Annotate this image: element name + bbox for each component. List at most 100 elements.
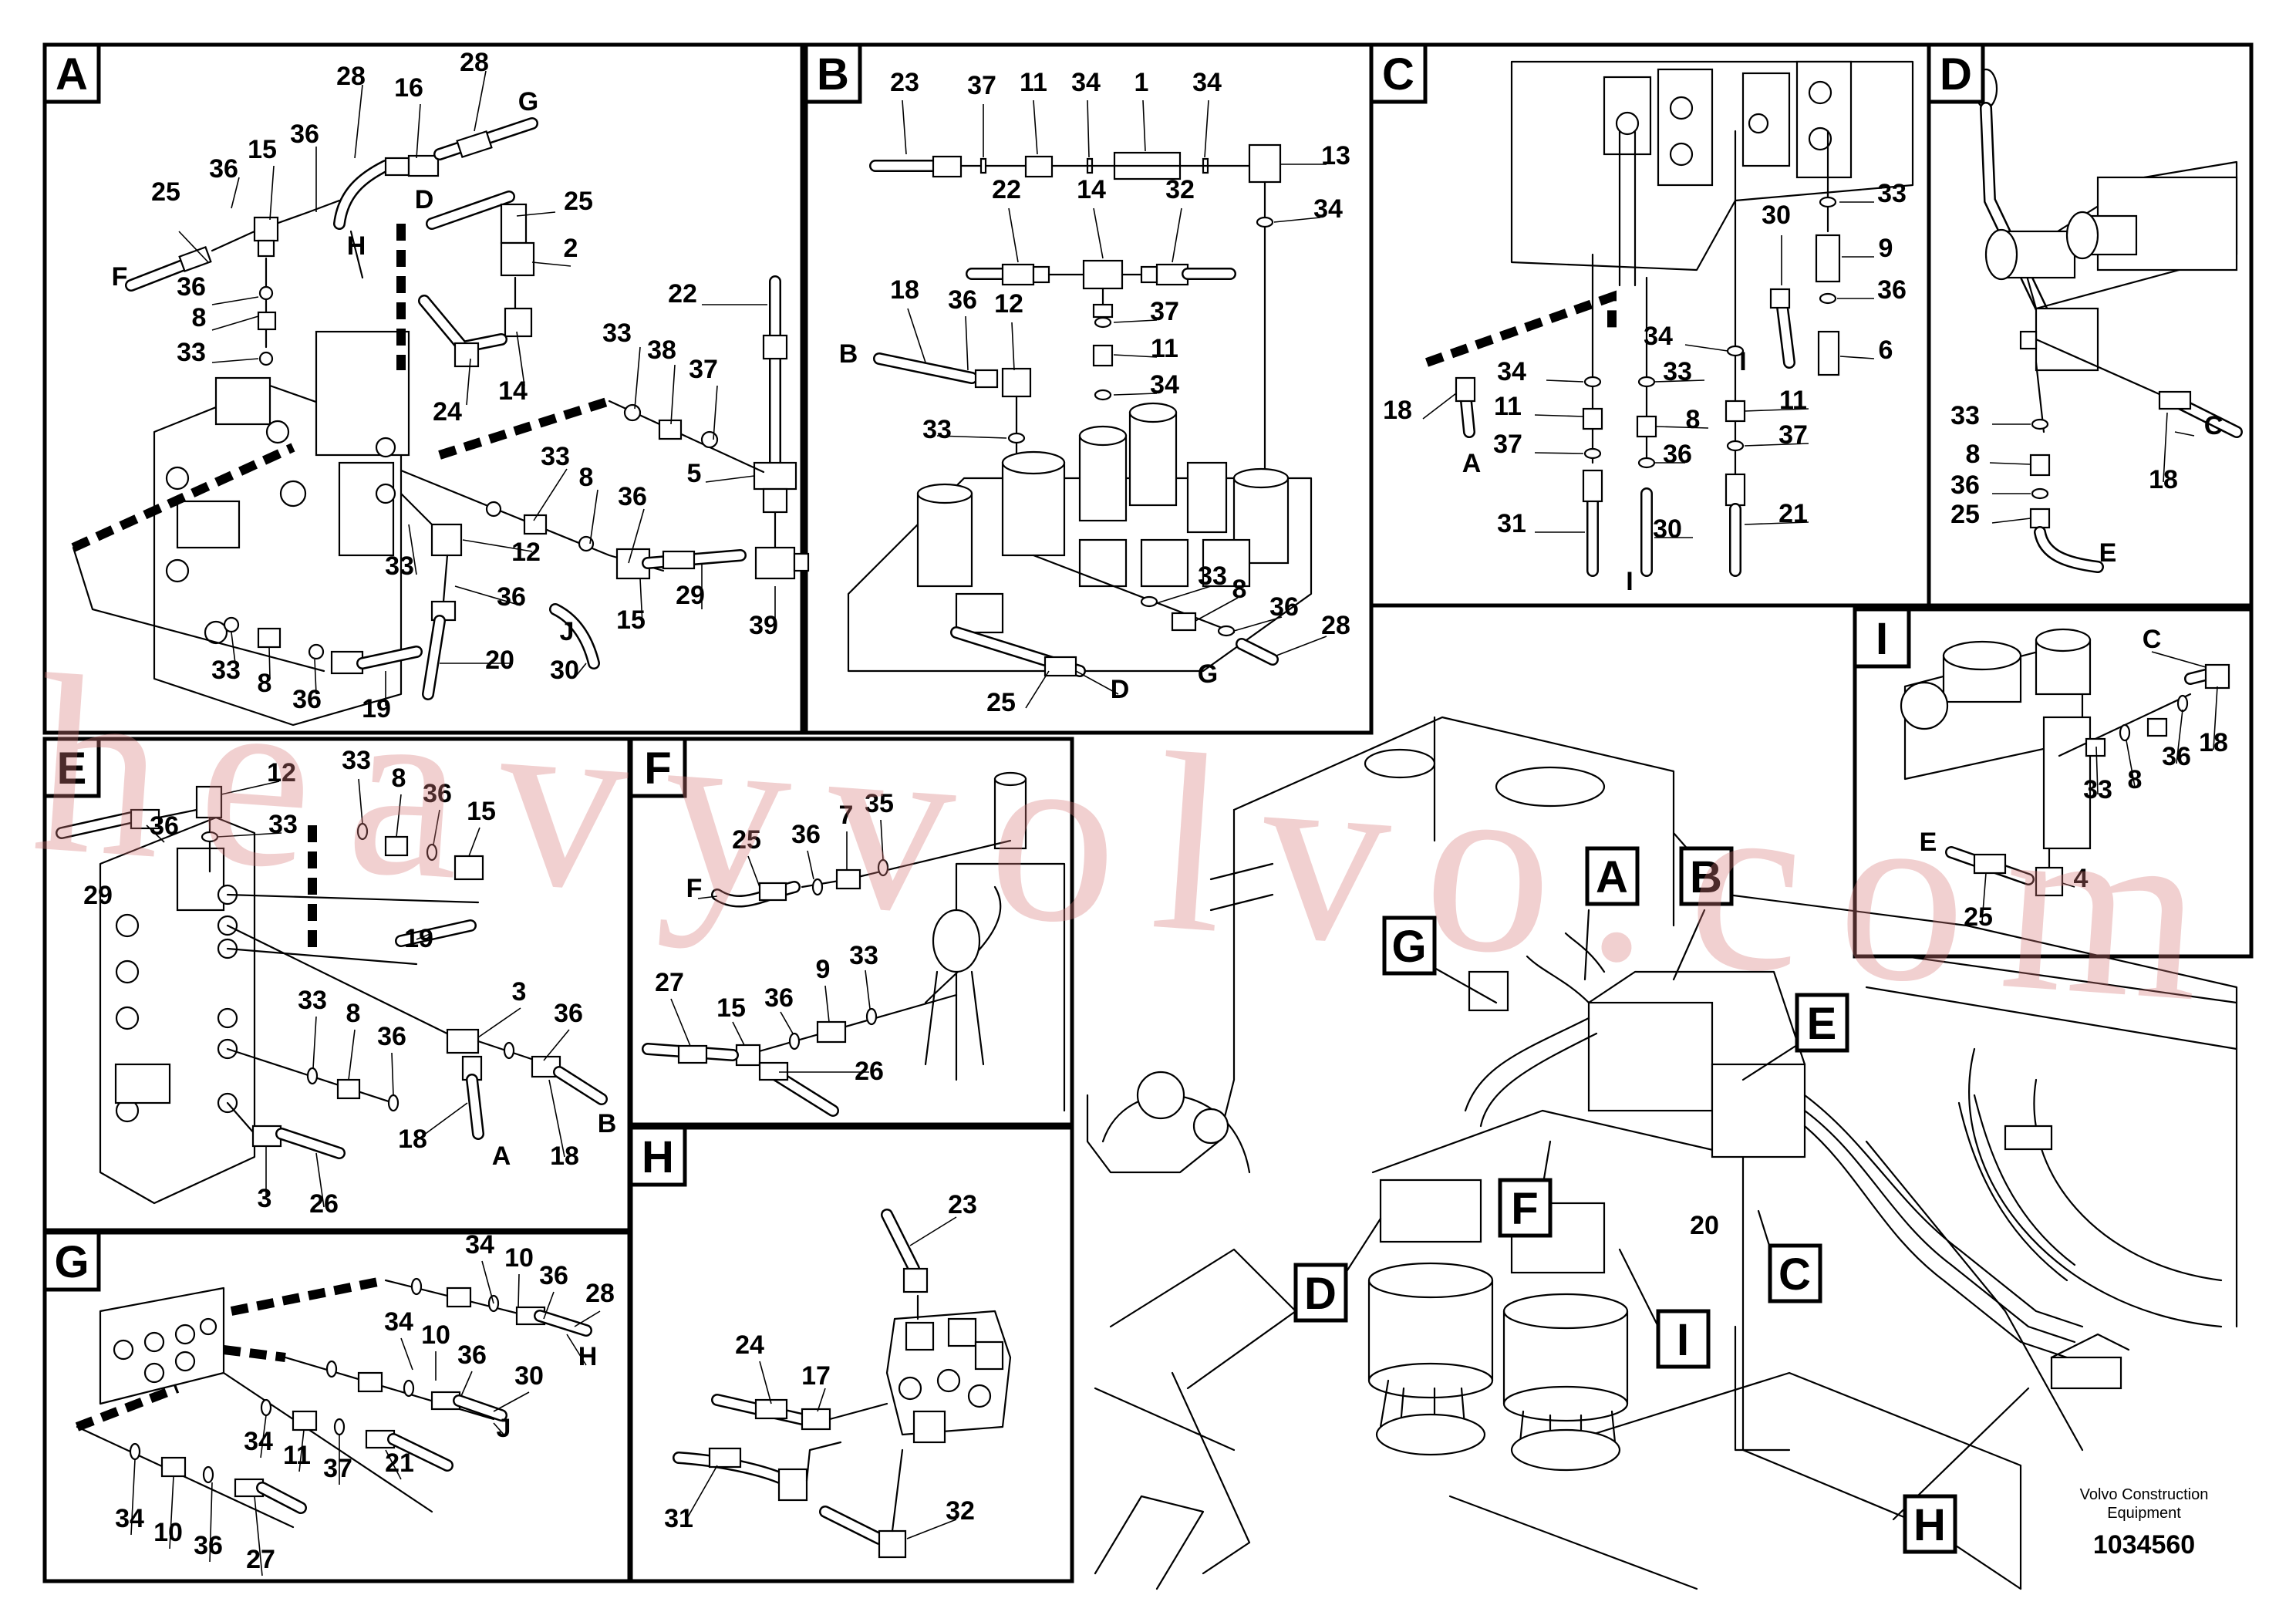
part-label: 14	[498, 376, 528, 406]
part-label: 34	[1150, 370, 1179, 400]
part-label: 34	[115, 1504, 144, 1533]
part-label: 14	[1077, 175, 1106, 204]
part-label: 33	[2083, 775, 2112, 804]
part-label: G	[1198, 659, 1218, 689]
panel-a-drawing	[71, 70, 810, 727]
overview-callout-f-text: F	[1511, 1184, 1538, 1234]
part-label: C	[2143, 625, 2162, 654]
part-label: 8	[258, 669, 272, 698]
panel-tab-g-letter: G	[54, 1237, 89, 1287]
part-label: 12	[511, 538, 541, 567]
part-label: 30	[1653, 514, 1682, 544]
overview-drawing	[1086, 716, 2238, 1590]
part-label: H	[578, 1342, 598, 1371]
part-label: 8	[192, 303, 207, 332]
panel-tab-i	[1853, 607, 1911, 669]
part-label: 37	[1778, 420, 1808, 450]
part-label: 35	[865, 789, 894, 818]
part-label: 36	[377, 1022, 406, 1051]
part-label: 34	[244, 1427, 273, 1456]
drawing-number: 1034560	[2092, 1530, 2196, 1560]
part-label: I	[1626, 567, 1633, 596]
part-label: 33	[602, 319, 632, 348]
part-label: A	[492, 1141, 511, 1171]
part-label: 39	[749, 611, 778, 640]
part-label: 34	[465, 1230, 494, 1259]
part-label: 26	[309, 1189, 339, 1219]
part-label: I	[1739, 347, 1746, 376]
part-label: 4	[2074, 864, 2089, 893]
part-label: 36	[1877, 275, 1907, 305]
part-label: 19	[362, 694, 391, 723]
part-label: 37	[689, 355, 718, 384]
part-label: 30	[1762, 201, 1791, 230]
part-label: 33	[541, 442, 570, 471]
part-label: 28	[460, 48, 489, 77]
panel-tab-h-letter: H	[642, 1132, 674, 1182]
part-label: 36	[1269, 592, 1299, 622]
part-label: 7	[839, 801, 854, 830]
part-label: 27	[655, 968, 684, 997]
part-label: 10	[504, 1243, 534, 1273]
panel-tab-e	[42, 737, 101, 798]
part-label: 8	[392, 764, 406, 793]
panel-tab-d-letter: D	[1940, 49, 1972, 99]
part-label: 10	[421, 1320, 450, 1350]
part-label: H	[347, 231, 366, 261]
overview-callout-a	[1585, 846, 1640, 906]
panel-tab-e-letter: E	[57, 744, 87, 794]
maker-caption: Volvo Construction Equipment	[2067, 1485, 2221, 1523]
part-label: 36	[290, 120, 319, 149]
part-label: 36	[423, 779, 452, 808]
part-label: 18	[2199, 728, 2228, 757]
part-label: 33	[922, 415, 952, 444]
panel-tab-i-letter: I	[1876, 614, 1888, 664]
panel-c-drawing	[1422, 60, 1914, 577]
part-label: 11	[1779, 386, 1807, 415]
part-label: 11	[1494, 392, 1522, 421]
part-label: 36	[618, 482, 647, 511]
part-label: 30	[550, 656, 579, 685]
part-label: 16	[394, 73, 423, 103]
panel-f-drawing	[642, 771, 1066, 1117]
part-label: J	[560, 617, 575, 646]
panel-tab-h	[629, 1125, 687, 1187]
part-label: 8	[2128, 765, 2143, 794]
part-label: 11	[283, 1441, 311, 1470]
panel-tab-c-letter: C	[1382, 49, 1414, 99]
part-label: A	[1462, 449, 1482, 478]
part-label: F	[686, 874, 703, 903]
part-label: 33	[385, 551, 414, 581]
panel-h-drawing	[673, 1209, 1012, 1559]
part-label: 34	[1071, 68, 1101, 97]
part-label: 30	[514, 1361, 544, 1391]
part-label: 18	[1383, 396, 1412, 425]
part-label: 32	[946, 1496, 975, 1526]
panel-tab-b	[804, 42, 862, 104]
part-label: 34	[384, 1307, 413, 1337]
part-label: 38	[647, 336, 676, 365]
part-label: 27	[246, 1545, 275, 1574]
part-label: 15	[467, 797, 496, 826]
part-label: 12	[267, 758, 296, 787]
part-label: 8	[1232, 575, 1247, 604]
panel-h-frame	[629, 1125, 1074, 1583]
overview-callout-f	[1498, 1178, 1553, 1238]
panel-tab-g	[42, 1230, 101, 1292]
part-label: 12	[994, 289, 1023, 319]
part-label: 25	[1950, 500, 1980, 529]
part-label: 36	[2162, 742, 2191, 771]
part-label: 22	[992, 175, 1021, 204]
part-label: 9	[816, 955, 831, 984]
panel-d-drawing	[1974, 68, 2243, 573]
panel-i-drawing	[1900, 628, 2230, 922]
part-label: 25	[732, 825, 761, 855]
part-label: 33	[849, 941, 878, 970]
part-label: 26	[855, 1057, 884, 1086]
part-label: D	[415, 185, 434, 214]
maker-line-2: Equipment	[2107, 1505, 2181, 1522]
part-label: 11	[1151, 334, 1178, 363]
part-label: 34	[1192, 68, 1222, 97]
part-label: 22	[668, 279, 697, 309]
